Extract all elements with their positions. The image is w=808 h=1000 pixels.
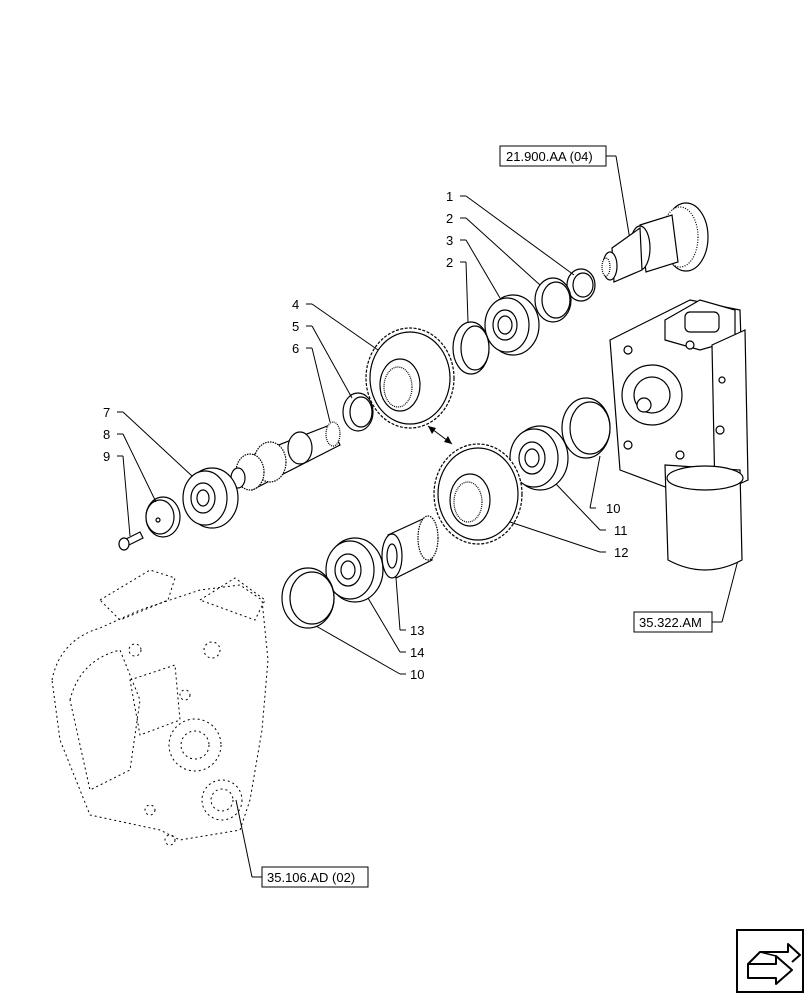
- callout-12: 12: [614, 545, 628, 560]
- callout-2-upper: 2: [446, 211, 453, 226]
- callout-7: 7: [103, 405, 110, 420]
- bearing-7: [182, 467, 239, 529]
- bearing-11: [509, 425, 569, 491]
- washer-8: [145, 496, 181, 538]
- ref-box-right[interactable]: 35.322.AM: [633, 559, 739, 633]
- gear-12: [433, 443, 523, 545]
- bolt-9: [118, 531, 144, 551]
- callout-4: 4: [292, 297, 299, 312]
- callout-10-upper: 10: [606, 501, 620, 516]
- callout-3: 3: [446, 233, 453, 248]
- ref-label-top: 21.900.AA (04): [506, 149, 593, 164]
- transmission-housing-left: [51, 569, 269, 846]
- next-page-arrow-icon[interactable]: [736, 929, 804, 993]
- input-shaft-assembly: [601, 202, 709, 283]
- snap-ring-2-upper: [534, 277, 572, 323]
- ref-label-bottom: 35.106.AD (02): [267, 870, 355, 885]
- shaft-6: [230, 421, 341, 491]
- gearbox-housing-right: [609, 299, 749, 571]
- snap-ring-1: [566, 268, 596, 302]
- callout-leaders: [117, 195, 606, 675]
- mesh-arrow: [427, 425, 453, 445]
- callout-10-lower: 10: [410, 667, 424, 682]
- callout-8: 8: [103, 427, 110, 442]
- callout-2-lower: 2: [446, 255, 453, 270]
- snap-ring-2-lower: [452, 321, 490, 375]
- bearing-14: [325, 537, 384, 603]
- callout-1: 1: [446, 189, 453, 204]
- callout-14: 14: [410, 645, 424, 660]
- ref-box-bottom[interactable]: 35.106.AD (02): [235, 799, 369, 888]
- splined-hub-13: [381, 515, 439, 579]
- snap-ring-10-upper: [561, 397, 611, 459]
- callout-11: 11: [614, 523, 628, 538]
- snap-ring-10-lower: [281, 567, 335, 629]
- ref-label-right: 35.322.AM: [639, 615, 702, 630]
- callout-6: 6: [292, 341, 299, 356]
- callout-13: 13: [410, 623, 424, 638]
- snap-ring-5: [342, 392, 374, 432]
- bearing-3: [484, 294, 540, 356]
- gear-4: [365, 327, 455, 429]
- callout-9: 9: [103, 449, 110, 464]
- ref-box-top[interactable]: 21.900.AA (04): [499, 145, 631, 241]
- callout-5: 5: [292, 319, 299, 334]
